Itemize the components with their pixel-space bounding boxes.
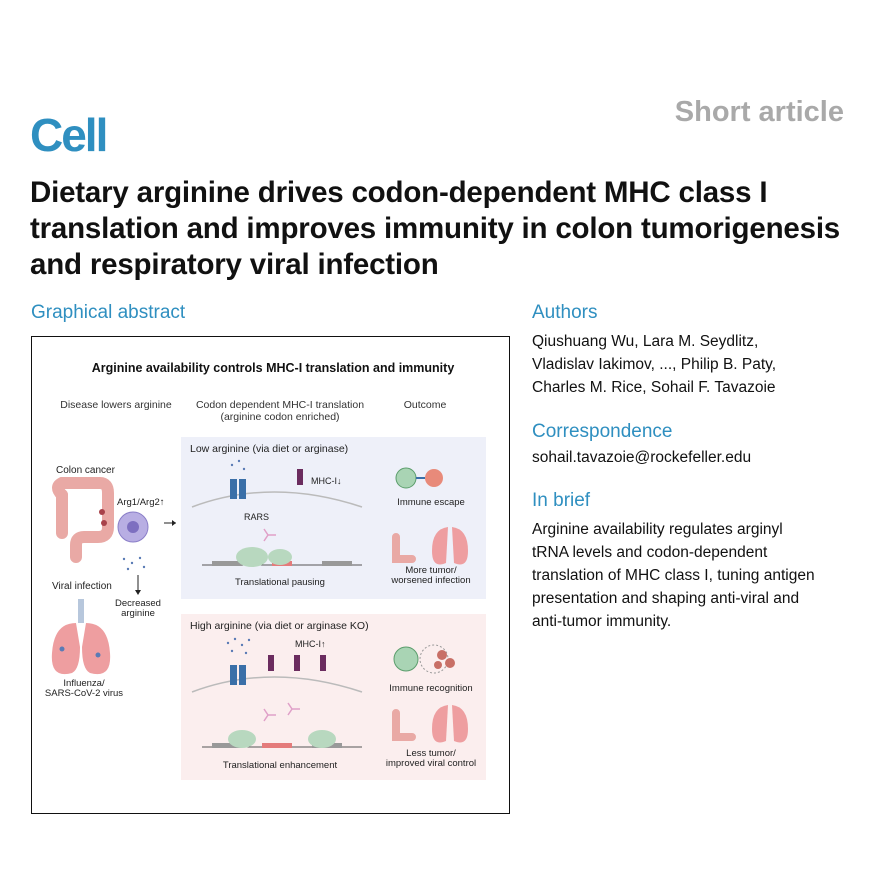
lungs-illustration [51,599,111,675]
more-tumor-label: More tumor/ [405,565,457,576]
high-ribosome-track [202,730,362,748]
decreased-label-sub: arginine [121,608,155,619]
low-transporter-icon [230,479,246,499]
in-brief-line: presentation and shaping anti-viral and [532,590,800,607]
high-outcome-organs [392,705,468,743]
rars-label: RARS [244,512,269,522]
in-brief-line: translation of MHC class I, tuning antig… [532,567,815,584]
less-tumor-label-sub: improved viral control [386,758,476,769]
arginase-label: Arg1/Arg2↑ [117,497,165,508]
column-header-middle-sub: (arginine codon enriched) [220,411,339,423]
viral-infection-label: Viral infection [52,581,112,592]
mhc-low-label: MHC-I↓ [311,476,342,486]
arginine-dots-left [122,556,146,571]
graphical-abstract-figure: Arginine availability controls MHC-I tra… [31,336,510,814]
myeloid-cell-icon [117,511,149,543]
enhancement-label: Translational enhancement [223,760,338,771]
high-cell-membrane [191,676,363,693]
low-arginine-dots [230,459,246,471]
graphical-abstract-illustration: Arginine availability controls MHC-I tra… [45,361,486,780]
in-brief-text: Arginine availability regulates arginyl … [532,518,815,633]
column-header-left: Disease lowers arginine [60,399,172,411]
less-tumor-label: Less tumor/ [406,748,456,759]
high-transporter-icon [230,665,246,685]
in-brief-line: tRNA levels and codon-dependent [532,544,768,561]
more-tumor-label-sub: worsened infection [390,575,470,586]
column-header-middle: Codon dependent MHC-I translation [196,399,364,411]
authors-line: Qiushuang Wu, Lara M. Seydlitz, [532,333,759,350]
in-brief-line: anti-tumor immunity. [532,613,672,630]
authors-line: Charles M. Rice, Sohail F. Tavazoie [532,379,776,396]
article-title: Dietary arginine drives codon-dependent … [30,176,841,281]
authors-line: Vladislav Iakimov, ..., Philip B. Paty, [532,356,777,373]
colon-cancer-label: Colon cancer [56,465,116,476]
low-arginine-title: Low arginine (via diet or arginase) [190,443,348,455]
correspondence-heading: Correspondence [532,421,673,442]
mhc-high-label: MHC-I↑ [295,639,326,649]
influenza-label-sub: SARS-CoV-2 virus [45,688,123,699]
decreased-label: Decreased [115,598,161,609]
in-brief-line: Arginine availability regulates arginyl [532,521,783,538]
low-ribosome-track [202,547,362,567]
high-trna-icons [263,702,300,722]
immune-escape-label: Immune escape [397,497,465,508]
high-arginine-dots [226,637,251,655]
correspondence-email[interactable]: sohail.tavazoie@rockefeller.edu [532,449,752,466]
immune-recognition-label: Immune recognition [389,683,472,694]
high-mhc-icons [268,655,326,671]
immune-escape-icon [395,467,443,489]
graphical-abstract-heading: Graphical abstract [31,302,186,323]
column-header-right: Outcome [404,399,447,411]
high-arginine-title: High arginine (via diet or arginase KO) [190,620,369,632]
influenza-label: Influenza/ [63,678,105,689]
in-brief-heading: In brief [532,490,591,511]
immune-recognition-icon [393,644,455,674]
figure-title: Arginine availability controls MHC-I tra… [92,361,455,375]
authors-heading: Authors [532,302,598,323]
low-outcome-organs [392,527,468,565]
article-type-label: Short article [674,96,844,128]
journal-logo: Cell [30,109,108,161]
authors-list: Qiushuang Wu, Lara M. Seydlitz, Vladisla… [532,330,776,399]
low-trna-icon [263,528,276,542]
low-cell-membrane [191,491,363,508]
low-mhc-icon [297,469,303,485]
colon-illustration [52,477,114,563]
pausing-label: Translational pausing [235,577,325,588]
high-arginine-panel [181,614,486,780]
